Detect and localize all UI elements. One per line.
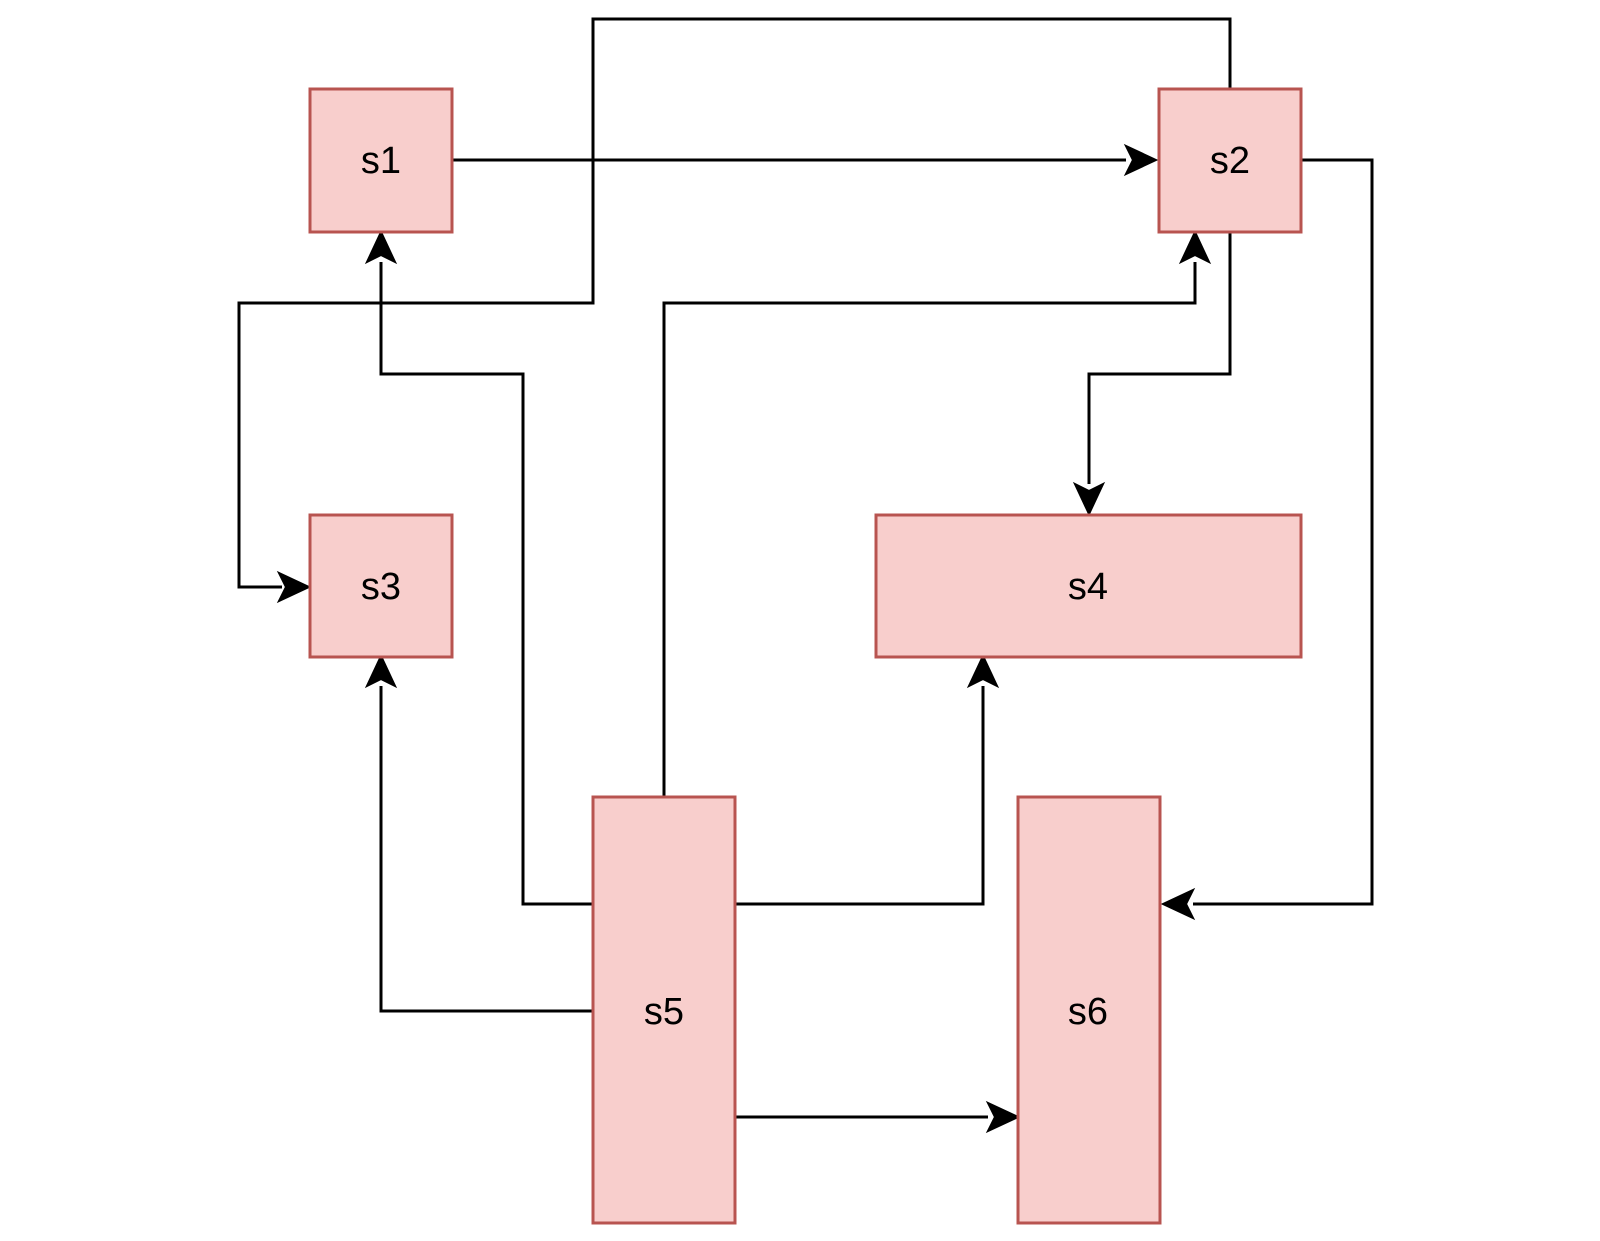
edge-s5-s2: [662, 229, 1212, 797]
edge-s5-s1: [364, 229, 593, 906]
arrowhead-icon: [1160, 887, 1196, 921]
node-label: s3: [361, 566, 401, 608]
node-s5[interactable]: s5: [591, 795, 737, 1225]
edge-s2-s4: [1072, 232, 1232, 517]
arrowhead-icon: [1178, 229, 1212, 265]
arrowhead-icon: [966, 653, 1000, 689]
arrowhead-icon: [364, 229, 398, 265]
edge-s5-s4: [735, 653, 1000, 906]
node-s3[interactable]: s3: [308, 513, 454, 659]
node-label: s5: [644, 991, 684, 1033]
arrowhead-icon: [364, 653, 398, 689]
node-s6[interactable]: s6: [1016, 795, 1162, 1225]
arrowhead-icon: [985, 1100, 1021, 1134]
node-s1[interactable]: s1: [308, 87, 454, 234]
edge-s2-s3: [237, 17, 1232, 604]
node-s2[interactable]: s2: [1157, 87, 1303, 234]
node-label: s4: [1068, 566, 1108, 608]
node-label: s2: [1210, 140, 1250, 182]
node-s4[interactable]: s4: [874, 513, 1303, 659]
edge-s2-s6: [1160, 158, 1374, 921]
arrowhead-icon: [1072, 481, 1106, 517]
node-label: s1: [361, 140, 401, 182]
edge-s1-s2: [450, 143, 1159, 177]
arrowhead-icon: [276, 570, 312, 604]
arrowhead-icon: [1123, 143, 1159, 177]
node-label: s6: [1068, 991, 1108, 1033]
edge-s5-s3: [364, 653, 593, 1013]
edge-s5-s6: [735, 1100, 1021, 1134]
